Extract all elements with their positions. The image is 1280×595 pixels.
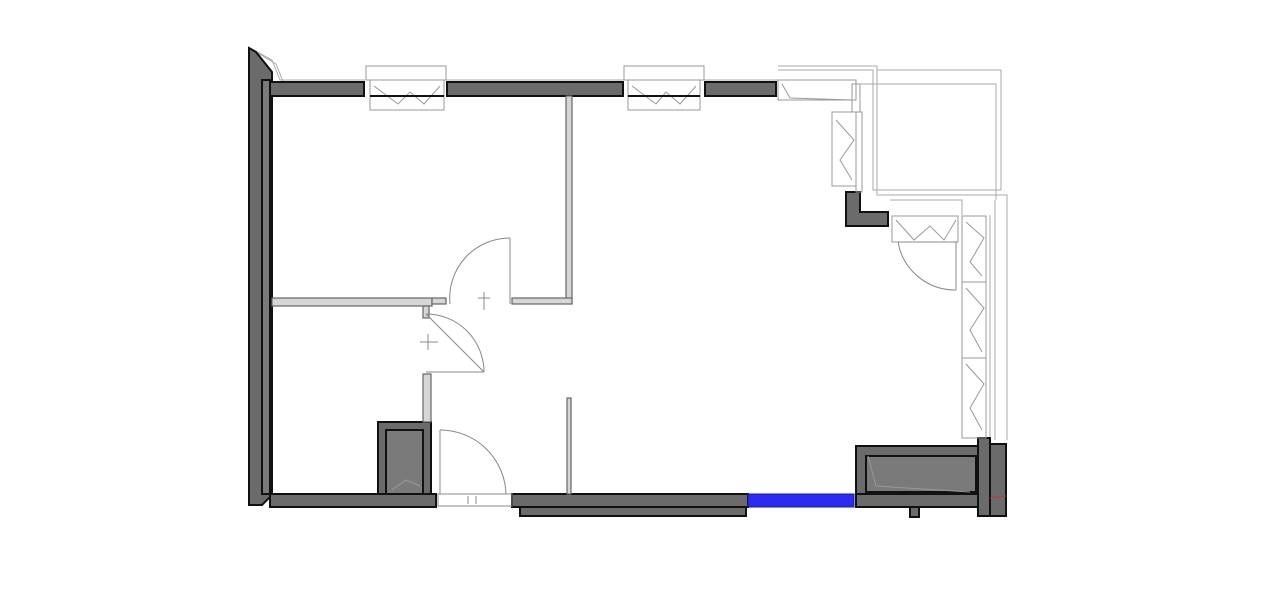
- east-pier-cap: [989, 443, 1007, 517]
- bathroom-shaft-inner: [385, 429, 424, 495]
- bathroom-east-partition-top: [422, 305, 430, 319]
- partition-stub: [431, 297, 447, 305]
- south-wall-west: [269, 493, 437, 508]
- north-wall-3: [704, 81, 777, 97]
- south-post: [909, 506, 920, 518]
- kitchen-cabinet-inner: [865, 455, 977, 493]
- exterior-walls: [248, 46, 1007, 518]
- window-east-1: [831, 111, 863, 193]
- window-bay-4: [961, 357, 987, 439]
- south-wall-east: [511, 493, 749, 508]
- bedroom-bathroom-partition: [271, 297, 433, 307]
- bedroom-door: [449, 237, 511, 310]
- window-north-1: [365, 65, 447, 111]
- south-wall-step: [519, 506, 747, 517]
- window-north-corner: [777, 79, 861, 113]
- entry-partition: [566, 397, 572, 495]
- west-wall-inner: [261, 79, 271, 495]
- south-wall-se: [855, 493, 979, 508]
- facade-outline: [249, 47, 1008, 440]
- bathroom-door: [420, 313, 485, 373]
- built-ins: [377, 421, 979, 495]
- detail-marks: [989, 495, 1007, 499]
- entry-door: [437, 429, 513, 507]
- windows: [365, 65, 987, 439]
- balcony-door: [897, 241, 958, 291]
- north-wall-1: [269, 81, 365, 97]
- bathroom-east-partition: [422, 373, 432, 423]
- bedroom-south-partition-right: [511, 297, 573, 305]
- window-north-2: [623, 65, 705, 111]
- east-pier: [977, 437, 991, 517]
- doors: [420, 237, 958, 507]
- bedroom-east-partition: [565, 95, 573, 304]
- interior-partitions: [271, 95, 573, 495]
- north-wall-2: [446, 81, 624, 97]
- highlighted-wall-segment: [747, 493, 855, 508]
